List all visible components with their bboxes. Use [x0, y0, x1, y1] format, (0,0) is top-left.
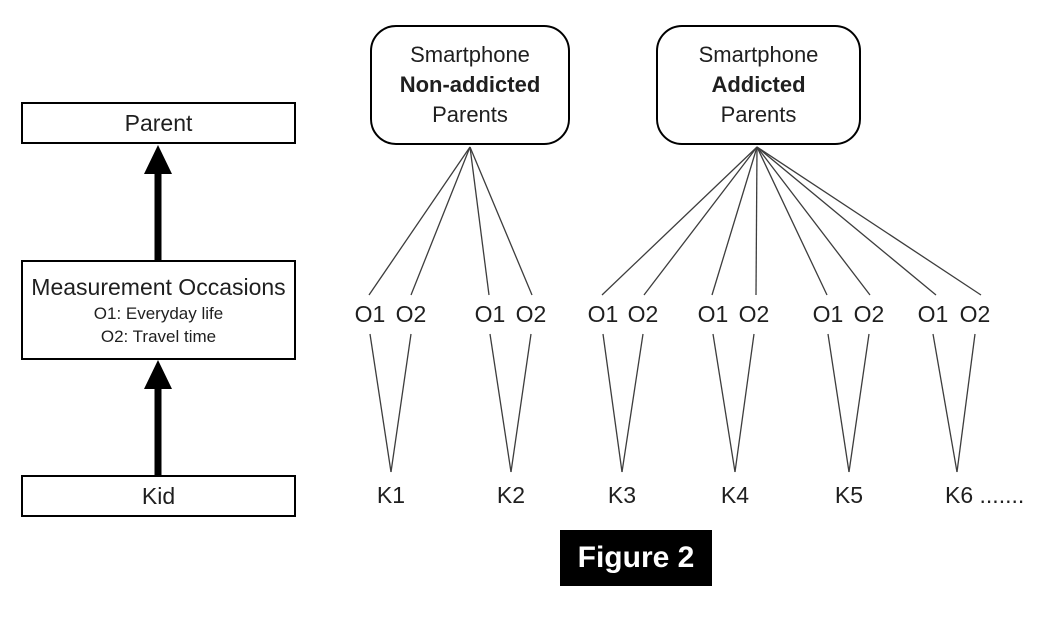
occasion-label-o1-k4: O1	[697, 301, 729, 327]
kid-label-k1: K1	[376, 482, 406, 508]
group-box-non-addicted: Smartphone Non-addicted Parents	[370, 25, 570, 145]
occasion-label-o2-k1: O2	[395, 301, 427, 327]
occasion-label-o2-k4: O2	[738, 301, 770, 327]
occasion-label-o2-k2: O2	[515, 301, 547, 327]
occasion-label-o1-k6: O1	[917, 301, 949, 327]
group-box-addicted: Smartphone Addicted Parents	[656, 25, 861, 145]
measurement-occasions-box: Measurement Occasions O1: Everyday life …	[21, 260, 296, 360]
kid-label-k6: K6 .......	[945, 482, 1025, 508]
v-lines-occasions-to-kids	[369, 333, 976, 473]
occasion-label-o2-k6: O2	[959, 301, 991, 327]
kid-label-k4: K4	[720, 482, 750, 508]
kid-box: Kid	[21, 475, 296, 517]
group-addicted-line2: Addicted	[711, 72, 806, 97]
occasion-label-o2-k3: O2	[627, 301, 659, 327]
group-addicted-line1: Smartphone	[698, 42, 819, 67]
measurement-occasions-title: Measurement Occasions	[31, 274, 286, 300]
figure-caption: Figure 2	[560, 530, 712, 586]
group-non-addicted-line1: Smartphone	[410, 42, 530, 67]
fan-lines-addicted	[601, 146, 982, 296]
parent-box: Parent	[21, 102, 296, 144]
figure-caption-label: Figure 2	[577, 541, 695, 574]
group-addicted-line3: Parents	[720, 102, 797, 127]
occasion-label-o1-k5: O1	[812, 301, 844, 327]
kid-label-k2: K2	[496, 482, 526, 508]
group-non-addicted-line3: Parents	[432, 102, 508, 127]
occasion-label-o1-k2: O1	[474, 301, 506, 327]
kid-label-k3: K3	[607, 482, 637, 508]
fan-lines-non-addicted	[368, 146, 533, 296]
kid-box-label: Kid	[141, 482, 176, 509]
arrow-kid-to-occasions	[144, 360, 172, 475]
group-non-addicted-line2: Non-addicted	[399, 72, 541, 97]
occasion-1-description: O1: Everyday life	[93, 304, 224, 323]
occasion-2-description: O2: Travel time	[100, 327, 217, 346]
kid-label-k5: K5	[834, 482, 864, 508]
occasion-label-o2-k5: O2	[853, 301, 885, 327]
occasion-label-o1-k3: O1	[587, 301, 619, 327]
arrow-occasions-to-parent	[144, 145, 172, 260]
occasion-label-o1-k1: O1	[354, 301, 386, 327]
parent-box-label: Parent	[124, 109, 193, 136]
